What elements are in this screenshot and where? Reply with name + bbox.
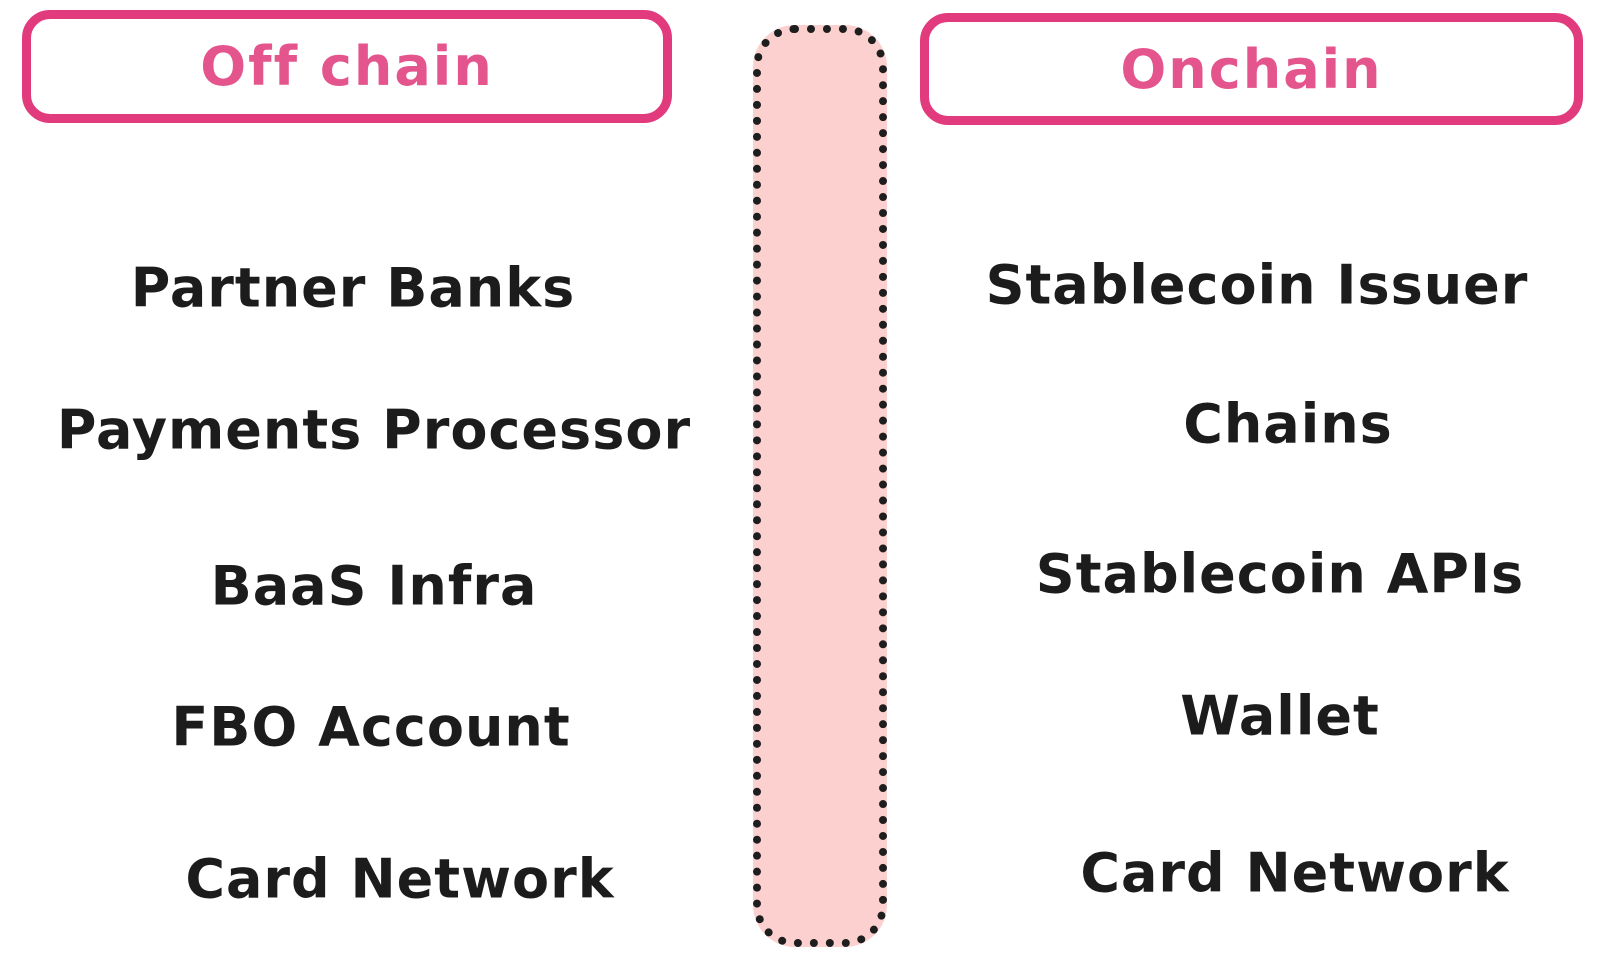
onchain-item-card-network: Card Network [1080,841,1510,905]
onchain-header-label: Onchain [1120,37,1383,101]
onchain-header-box: Onchain [920,13,1583,125]
divider-bar [753,25,887,947]
onchain-item-chains: Chains [1183,392,1393,456]
offchain-header-box: Off chain [22,10,672,123]
offchain-header-label: Off chain [200,35,494,98]
offchain-item-card-network: Card Network [185,847,615,911]
onchain-item-stablecoin-apis: Stablecoin APIs [1035,542,1525,606]
onchain-item-stablecoin-issuer: Stablecoin Issuer [985,253,1529,317]
offchain-item-fbo-account: FBO Account [171,695,571,759]
offchain-item-baas-infra: BaaS Infra [210,554,538,618]
onchain-item-wallet: Wallet [1180,684,1380,748]
offchain-item-partner-banks: Partner Banks [130,256,576,320]
offchain-item-payments-processor: Payments Processor [56,398,692,462]
